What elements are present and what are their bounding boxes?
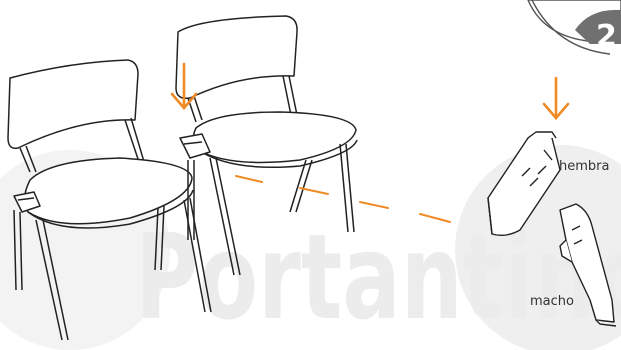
label-female: hembra [559, 159, 609, 174]
step-number: 2 [596, 19, 617, 54]
watermark-text: Portantino [135, 208, 621, 346]
step-badge: 2 [528, 0, 621, 54]
label-male: macho [530, 294, 574, 309]
arrow-down-icon [544, 78, 568, 118]
